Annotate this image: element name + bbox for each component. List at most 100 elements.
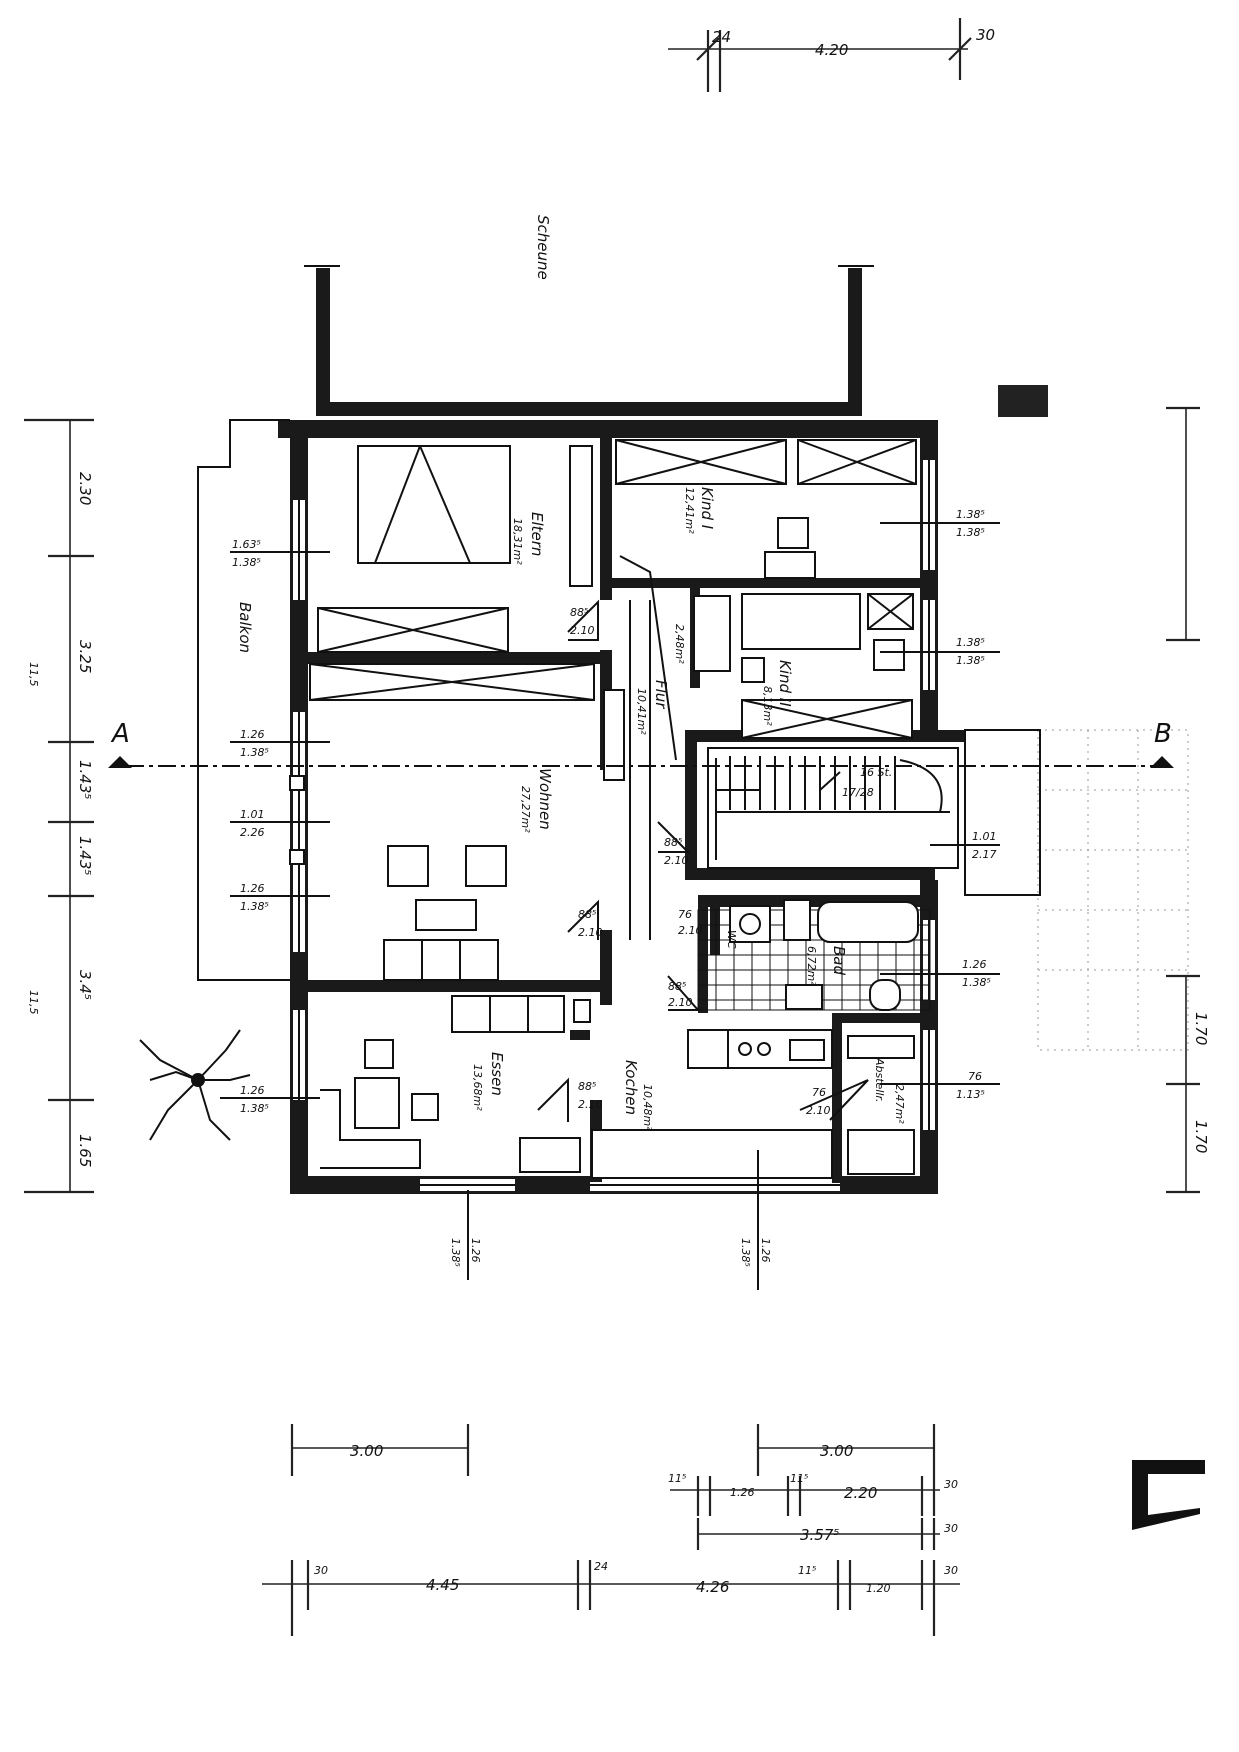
svg-text:1.63⁵: 1.63⁵ bbox=[232, 538, 261, 551]
svg-text:2.10: 2.10 bbox=[678, 924, 703, 937]
svg-text:3.25: 3.25 bbox=[76, 640, 94, 673]
svg-text:30: 30 bbox=[314, 1564, 328, 1577]
wc-label: WC bbox=[725, 930, 738, 949]
svg-text:1.38⁵: 1.38⁵ bbox=[240, 746, 269, 759]
stair-ratio: 17/28 bbox=[842, 786, 874, 799]
svg-text:1.65: 1.65 bbox=[76, 1134, 94, 1167]
corner-bracket-mark bbox=[1132, 1460, 1205, 1530]
closet-area: 2,48m² bbox=[673, 624, 686, 664]
balcony-outline bbox=[197, 419, 290, 981]
svg-text:24: 24 bbox=[594, 1560, 608, 1573]
svg-text:1.70: 1.70 bbox=[1192, 1120, 1210, 1153]
svg-text:1.26: 1.26 bbox=[759, 1238, 772, 1263]
abstell-furniture bbox=[847, 1035, 915, 1175]
wohnen-area: 27,27m² bbox=[519, 786, 532, 833]
svg-text:1.38⁵: 1.38⁵ bbox=[240, 1102, 269, 1115]
flur-area bbox=[619, 555, 677, 940]
tree-symbol bbox=[139, 1029, 251, 1141]
svg-text:4.45: 4.45 bbox=[426, 1576, 459, 1594]
svg-text:1.26: 1.26 bbox=[962, 958, 987, 971]
svg-text:1.38⁵: 1.38⁵ bbox=[449, 1238, 462, 1267]
svg-text:1.26: 1.26 bbox=[240, 728, 265, 741]
svg-text:30: 30 bbox=[944, 1564, 958, 1577]
svg-text:2.10: 2.10 bbox=[668, 996, 693, 1009]
svg-text:88⁵: 88⁵ bbox=[570, 606, 588, 619]
svg-text:1.43⁵: 1.43⁵ bbox=[76, 760, 94, 799]
right-opening-labels: 1.38⁵ 1.38⁵ 1.38⁵ 1.38⁵ 1.01 2.17 1.26 1… bbox=[880, 508, 1000, 1101]
svg-text:3.00: 3.00 bbox=[820, 1442, 853, 1460]
svg-text:1.38⁵: 1.38⁵ bbox=[739, 1238, 752, 1267]
essen-label: Essen bbox=[488, 1052, 506, 1096]
svg-text:2.30: 2.30 bbox=[76, 472, 94, 505]
section-label-b: B bbox=[1154, 719, 1172, 749]
section-label-a: A bbox=[110, 719, 130, 749]
svg-text:2.17: 2.17 bbox=[972, 848, 997, 861]
kind2-area: 8,13m² bbox=[761, 686, 774, 726]
svg-text:2.26: 2.26 bbox=[240, 826, 265, 839]
svg-text:3.4⁵: 3.4⁵ bbox=[76, 970, 94, 1000]
wohnen-furniture bbox=[309, 663, 625, 981]
closet-unit bbox=[693, 595, 731, 672]
svg-text:11,5: 11,5 bbox=[27, 662, 40, 687]
svg-text:1.26: 1.26 bbox=[240, 882, 265, 895]
kind2-furniture bbox=[741, 593, 914, 739]
svg-text:1.38⁵: 1.38⁵ bbox=[956, 508, 985, 521]
essen-furniture bbox=[320, 995, 591, 1173]
abstell-area: 2,47m² bbox=[893, 1084, 906, 1124]
bottom-dimension-row-1: 3.00 3.00 bbox=[290, 1424, 936, 1476]
balcony-label: Balkon bbox=[236, 602, 254, 653]
kochen-area: 10,48m² bbox=[641, 1084, 654, 1131]
svg-text:1.20: 1.20 bbox=[866, 1582, 891, 1595]
bad-label: Bad bbox=[830, 946, 848, 975]
flur-area: 10,41m² bbox=[635, 688, 648, 735]
stair-steps: 16 St. bbox=[860, 766, 892, 779]
svg-text:3.57⁵: 3.57⁵ bbox=[800, 1526, 839, 1544]
bottom-window-labels: 1.26 1.38⁵ 1.26 1.38⁵ bbox=[449, 1150, 772, 1290]
right-dimension-chain: 1.70 1.70 bbox=[1166, 406, 1210, 1194]
bottom-dimension-row-4: 30 4.45 24 4.26 11⁵ 1.20 30 bbox=[262, 1560, 960, 1636]
svg-text:11⁵: 11⁵ bbox=[798, 1564, 816, 1577]
left-dimension-chain: 2.30 3.25 1.43⁵ 1.43⁵ 3.4⁵ 1.65 11,5 11,… bbox=[24, 418, 94, 1194]
svg-text:30: 30 bbox=[944, 1478, 958, 1491]
svg-text:1.43⁵: 1.43⁵ bbox=[76, 836, 94, 875]
kind1-label: Kind I bbox=[698, 487, 716, 530]
svg-text:76: 76 bbox=[812, 1086, 826, 1099]
wohnen-label: Wohnen bbox=[536, 768, 554, 830]
svg-text:11⁵: 11⁵ bbox=[668, 1472, 686, 1485]
svg-text:1.26: 1.26 bbox=[240, 1084, 265, 1097]
kochen-label: Kochen bbox=[622, 1060, 640, 1115]
svg-text:1.13⁵: 1.13⁵ bbox=[956, 1088, 985, 1101]
svg-text:30: 30 bbox=[944, 1522, 958, 1535]
svg-text:76: 76 bbox=[678, 908, 692, 921]
terrace-hatch bbox=[964, 729, 1189, 1051]
barn-walls bbox=[304, 265, 874, 416]
svg-text:11,5: 11,5 bbox=[27, 990, 40, 1015]
kind1-area: 12,41m² bbox=[683, 487, 696, 534]
svg-text:2.10: 2.10 bbox=[806, 1104, 831, 1117]
svg-text:2.10: 2.10 bbox=[578, 1098, 603, 1111]
top-dimension-line: 24 4.20 30 bbox=[668, 18, 995, 92]
svg-text:1.38⁵: 1.38⁵ bbox=[962, 976, 991, 989]
svg-text:4.26: 4.26 bbox=[696, 1578, 729, 1596]
svg-text:2.20: 2.20 bbox=[844, 1484, 877, 1502]
svg-text:1.70: 1.70 bbox=[1192, 1012, 1210, 1045]
svg-text:1.38⁵: 1.38⁵ bbox=[240, 900, 269, 913]
svg-text:1.38⁵: 1.38⁵ bbox=[232, 556, 261, 569]
svg-text:11⁵: 11⁵ bbox=[790, 1472, 808, 1485]
dim-top-420: 4.20 bbox=[815, 41, 848, 59]
bad-area: 6,72m² bbox=[805, 946, 818, 986]
svg-text:88⁵: 88⁵ bbox=[664, 836, 682, 849]
svg-text:1.26: 1.26 bbox=[469, 1238, 482, 1263]
flur-label: Flur bbox=[652, 680, 670, 709]
svg-text:88⁵: 88⁵ bbox=[578, 908, 596, 921]
svg-text:2.10: 2.10 bbox=[664, 854, 689, 867]
kind2-label: Kind II bbox=[776, 660, 794, 707]
eltern-furniture bbox=[317, 445, 593, 653]
svg-text:1.38⁵: 1.38⁵ bbox=[956, 654, 985, 667]
dim-top-24: 24 bbox=[712, 28, 731, 46]
bottom-dimension-row-2: 11⁵ 1.26 11⁵ 2.20 30 bbox=[668, 1472, 958, 1516]
svg-text:2.10: 2.10 bbox=[570, 624, 595, 637]
barn-label: Scheune bbox=[534, 215, 552, 280]
eltern-label: Eltern bbox=[528, 512, 546, 556]
